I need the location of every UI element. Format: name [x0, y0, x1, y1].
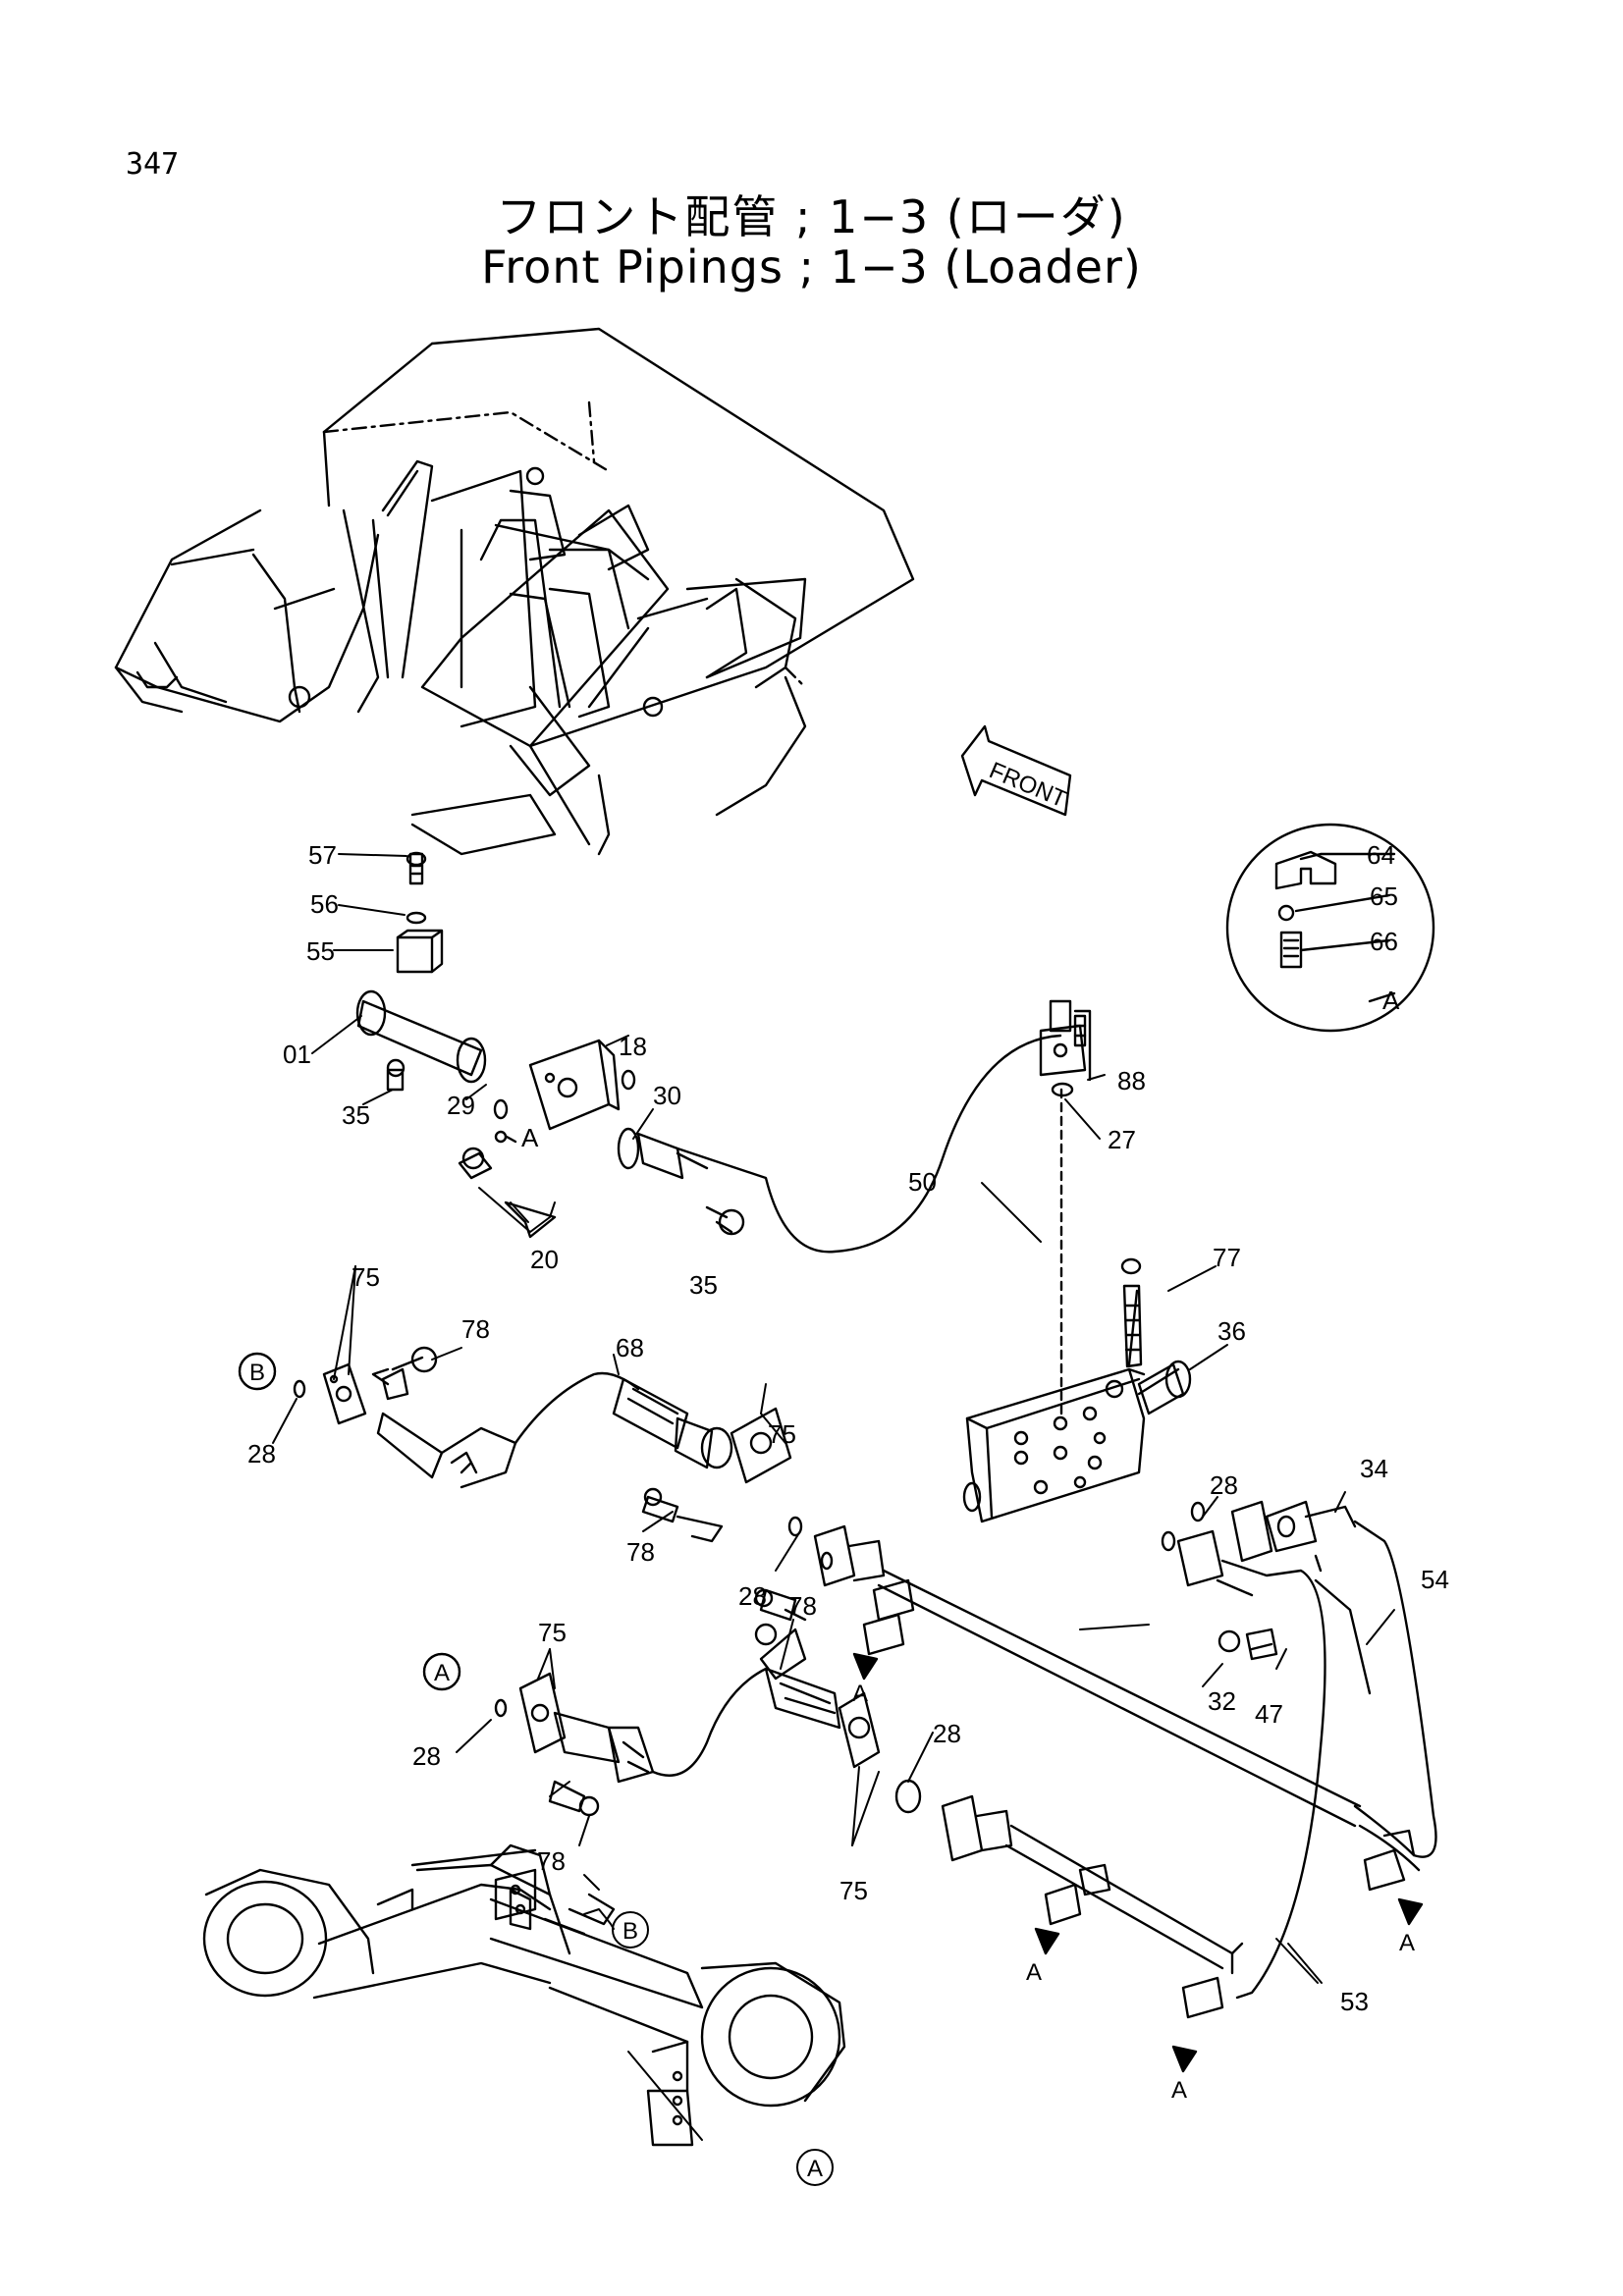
main-valve-block [962, 1088, 1192, 1523]
circled-callouts [239, 1353, 834, 2186]
part-label: 53 [1340, 1987, 1369, 2016]
part-label: 55 [306, 936, 335, 966]
hose-68-assembly [238, 1346, 803, 1543]
part-label: 54 [1421, 1565, 1449, 1594]
front-arrow-label: FRONT [985, 757, 1070, 813]
part-label: 27 [1108, 1125, 1136, 1154]
part-label: 29 [447, 1091, 475, 1120]
part-label: 20 [530, 1245, 559, 1274]
part-label: 56 [310, 889, 339, 919]
clamp-a-label: A [1399, 1930, 1415, 1956]
part-label: 77 [1213, 1243, 1241, 1272]
part-label: 28 [1210, 1470, 1238, 1500]
callout-letters: B A B A A A A A [249, 1360, 1415, 2182]
page-number: 347 [126, 147, 180, 182]
part-label: 01 [283, 1040, 311, 1069]
part-label: 30 [653, 1081, 681, 1110]
steel-tubes-53-54 [813, 1500, 1437, 2000]
part-label: 28 [247, 1439, 276, 1468]
callout-a-label: A [807, 2156, 823, 2182]
callout-a-label: A [434, 1660, 450, 1686]
page-title-japanese: フロント配管 ; 1−3 (ローダ) [496, 190, 1127, 243]
part-label: 75 [352, 1262, 380, 1292]
part-label: 28 [412, 1741, 441, 1771]
part-label: 32 [1208, 1686, 1236, 1716]
upper-manifold-group [355, 851, 1092, 1254]
part-number-labels: 57 56 55 01 35 29 18 30 A 20 35 50 88 27… [247, 840, 1449, 2016]
part-label: 35 [342, 1100, 370, 1130]
part-label: 78 [626, 1537, 655, 1567]
part-label: 75 [768, 1419, 796, 1449]
clamp-a-label: A [852, 1681, 868, 1707]
part-label: 75 [538, 1618, 567, 1647]
detail-view-a-label: A [1382, 986, 1400, 1015]
clamp-a-label: A [1171, 2077, 1187, 2104]
leader-lines [272, 853, 1395, 2141]
part-label: 34 [1360, 1454, 1388, 1483]
part-label: 47 [1255, 1699, 1283, 1729]
detail-view-a [1225, 823, 1435, 1033]
part-label: 35 [689, 1270, 718, 1300]
part-label: 75 [839, 1876, 868, 1905]
part-label: 36 [1217, 1316, 1246, 1346]
part-label: 66 [1370, 927, 1398, 956]
part-label: 28 [738, 1581, 767, 1611]
part-label: 78 [537, 1846, 566, 1876]
part-label: A [521, 1123, 539, 1152]
part-label: 88 [1117, 1066, 1146, 1095]
tube-clamps [852, 1578, 1424, 2073]
part-label: 57 [308, 840, 337, 870]
part-label: 64 [1367, 840, 1395, 870]
part-label: 68 [616, 1333, 644, 1362]
page-title-english: Front Pipings ; 1−3 (Loader) [481, 240, 1142, 294]
loader-arm-cylinder [202, 1843, 846, 2147]
part-label: 78 [461, 1314, 490, 1344]
part-label: 78 [788, 1591, 817, 1621]
callout-b-label: B [622, 1918, 638, 1945]
part-label: 18 [619, 1032, 647, 1061]
part-label: 50 [908, 1167, 937, 1197]
clamp-a-label: A [1026, 1959, 1042, 1986]
callout-b-label: B [249, 1360, 265, 1386]
part-label: 65 [1370, 881, 1398, 911]
lower-hose-assembly [422, 1588, 922, 1817]
part-label: 28 [933, 1719, 961, 1748]
front-direction-arrow: FRONT [960, 724, 1072, 817]
machine-front-illustration [114, 327, 915, 856]
